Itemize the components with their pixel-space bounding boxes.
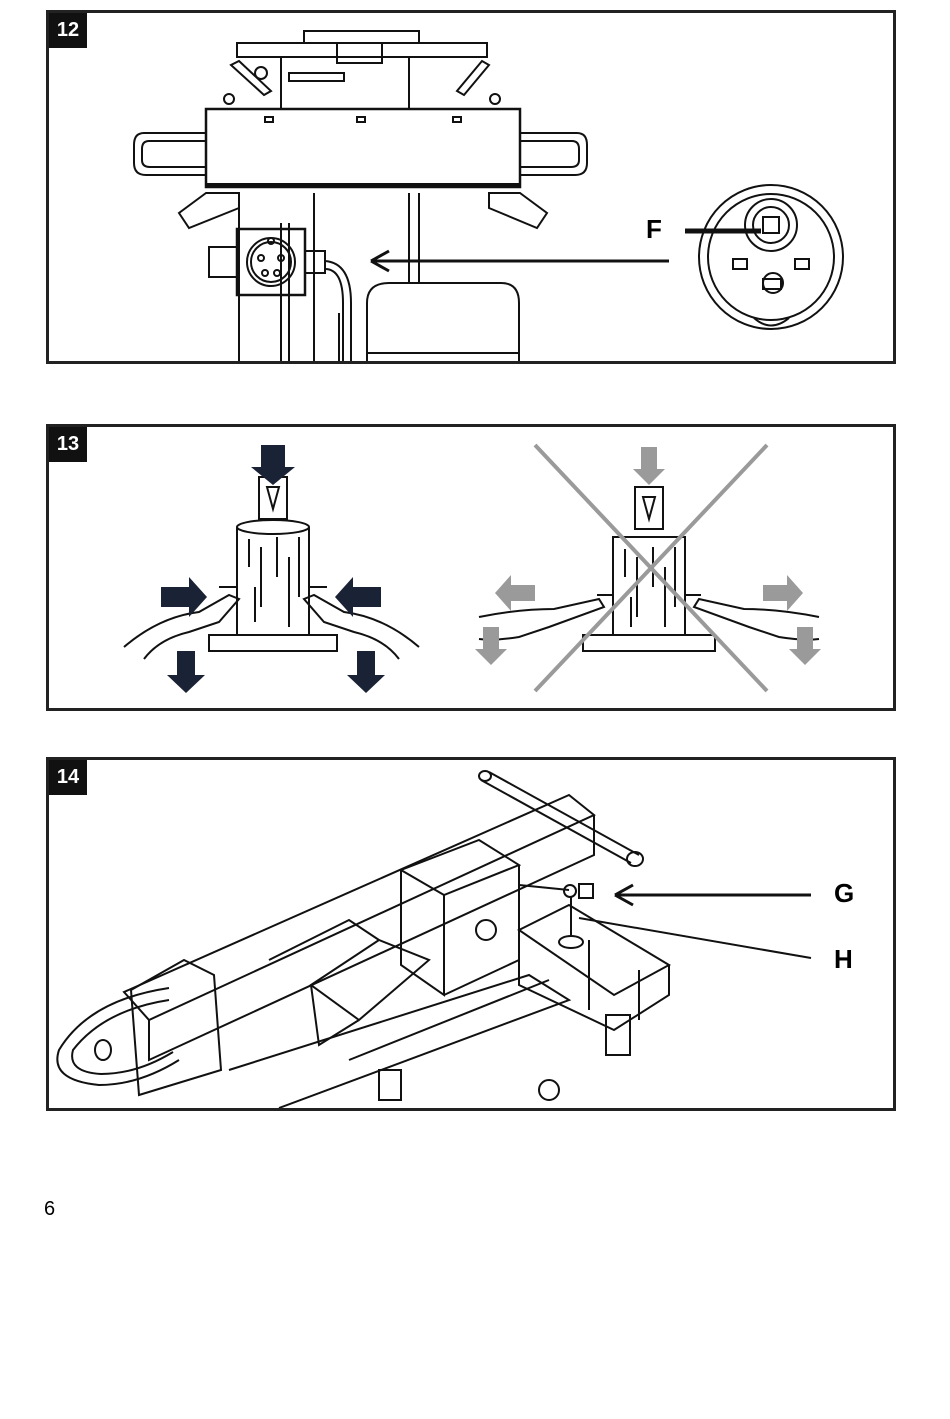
figure-12: 12 bbox=[46, 10, 896, 364]
callout-label-g: G bbox=[834, 880, 854, 906]
page-number: 6 bbox=[44, 1198, 55, 1221]
figure-number-badge: 14 bbox=[49, 760, 87, 795]
arrow-down-icon bbox=[167, 651, 385, 693]
figure-number-badge: 12 bbox=[49, 13, 87, 48]
arrow-down-icon bbox=[633, 447, 665, 485]
figure-number-badge: 13 bbox=[49, 427, 87, 462]
arrow-left-icon bbox=[495, 575, 535, 611]
callout-label-f: F bbox=[646, 216, 662, 242]
figure-12-illustration bbox=[49, 13, 893, 361]
arrow-down-icon bbox=[251, 445, 295, 485]
arrow-right-icon bbox=[763, 575, 803, 611]
arrow-left-icon bbox=[615, 885, 811, 905]
arrow-left-icon bbox=[371, 251, 669, 271]
figure-14: 14 bbox=[46, 757, 896, 1111]
figure-14-illustration bbox=[49, 760, 893, 1108]
callout-line-h bbox=[579, 918, 811, 958]
callout-label-h: H bbox=[834, 946, 853, 972]
figure-13-illustration bbox=[49, 427, 893, 708]
figure-13: 13 bbox=[46, 424, 896, 711]
